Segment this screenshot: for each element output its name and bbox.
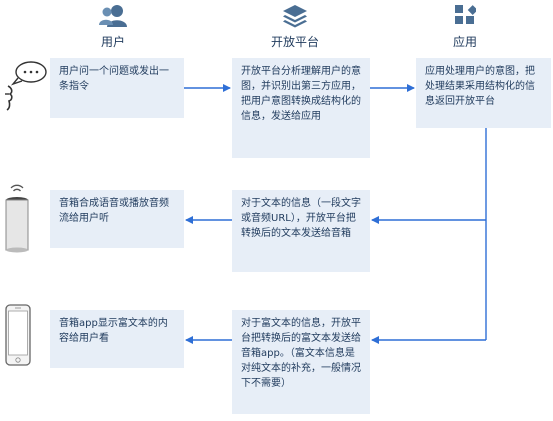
speaker-app-show-text: 音箱app显示富文本的内容给用户看 (59, 318, 168, 344)
app-process-box: 应用处理用户的意图，把处理结果采用结构化的信息返回开放平台 (416, 58, 551, 128)
user-icon (98, 3, 128, 31)
platform-text-box: 对于文本的信息（一段文字或音频URL），开放平台把转换后的文本发送给音箱 (232, 190, 370, 272)
speaker-play-box: 音箱合成语音或播放音频流给用户听 (50, 190, 184, 248)
app-grid-icon (454, 4, 478, 30)
platform-analyze-box: 开放平台分析理解用户的意图，并识别出第三方应用，把用户意图转换成结构化的信息，发… (232, 58, 370, 158)
user-command-box: 用户问一个问题或发出一条指令 (50, 58, 184, 118)
app-process-text: 应用处理用户的意图，把处理结果采用结构化的信息返回开放平台 (425, 66, 535, 107)
platform-text-text: 对于文本的信息（一段文字或音频URL），开放平台把转换后的文本发送给音箱 (241, 198, 361, 239)
column-title-app: 应用 (452, 35, 477, 49)
platform-analyze-text: 开放平台分析理解用户的意图，并识别出第三方应用，把用户意图转换成结构化的信息，发… (241, 66, 361, 122)
column-title-platform: 开放平台 (270, 35, 319, 49)
speaking-person-icon (4, 60, 48, 116)
column-title-user: 用户 (100, 35, 125, 49)
layers-icon (282, 3, 308, 33)
phone-icon (5, 304, 31, 370)
platform-richtext-text: 对于富文本的信息，开放平台把转换后的富文本发送给音箱app。（富文本信息是对纯文… (241, 318, 361, 389)
speaker-app-show-box: 音箱app显示富文本的内容给用户看 (50, 310, 184, 368)
user-command-text: 用户问一个问题或发出一条指令 (59, 66, 169, 92)
speaker-play-text: 音箱合成语音或播放音频流给用户听 (59, 198, 169, 224)
platform-richtext-box: 对于富文本的信息，开放平台把转换后的富文本发送给音箱app。（富文本信息是对纯文… (232, 310, 370, 414)
smart-speaker-icon (4, 182, 30, 258)
